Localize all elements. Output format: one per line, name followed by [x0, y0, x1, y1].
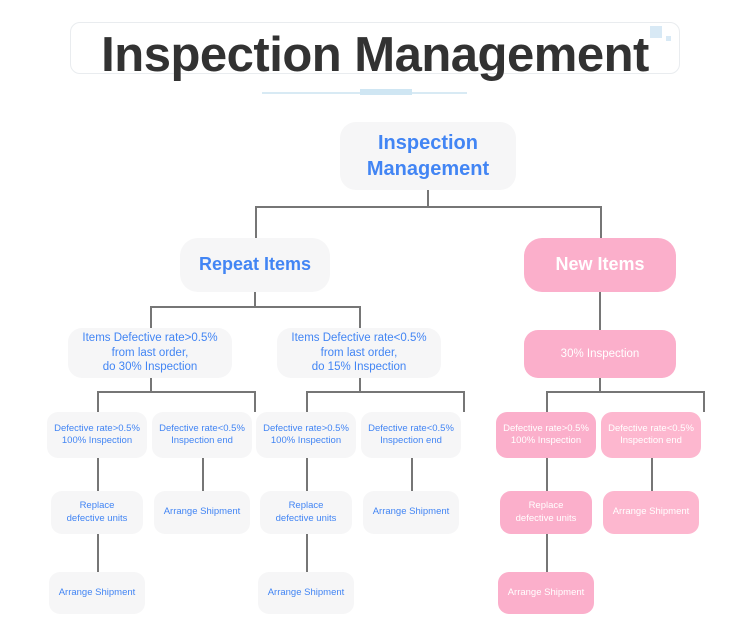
node-a6-arrange-shipment[interactable]: Arrange Shipment: [603, 491, 699, 534]
connector-to-repeat-items: [255, 206, 257, 238]
node-inspection-management[interactable]: Inspection Management: [340, 122, 516, 190]
connector-root-bar: [255, 206, 601, 208]
connector-repeatgt-left: [97, 391, 99, 412]
connector-repeatlt-left: [306, 391, 308, 412]
connector-new30-down: [599, 378, 601, 392]
connector-to-new-items: [600, 206, 602, 238]
node-c3-defective-gt-100[interactable]: Defective rate>0.5% 100% Inspection: [256, 412, 356, 458]
node-repeat-defective-gt[interactable]: Items Defective rate>0.5% from last orde…: [68, 328, 232, 378]
node-c4-defective-lt-end[interactable]: Defective rate<0.5% Inspection end: [361, 412, 461, 458]
connector-repeat-bar: [150, 306, 360, 308]
connector-repeatlt-bar: [306, 391, 464, 393]
node-r3-replace-defective-units[interactable]: Replace defective units: [260, 491, 352, 534]
connector-repeat-down: [254, 292, 256, 307]
connector-repeatgt-right: [254, 391, 256, 412]
node-s5-arrange-shipment[interactable]: Arrange Shipment: [498, 572, 594, 614]
node-repeat-items[interactable]: Repeat Items: [180, 238, 330, 292]
connector-c2-down: [202, 458, 204, 491]
connector-new-items-down: [599, 292, 601, 330]
connector-repeatgt-bar: [97, 391, 255, 393]
decorative-square-icon: [650, 26, 662, 38]
node-a2-arrange-shipment[interactable]: Arrange Shipment: [154, 491, 250, 534]
connector-repeatlt-down: [359, 378, 361, 392]
connector-new30-bar: [546, 391, 704, 393]
node-repeat-defective-lt[interactable]: Items Defective rate<0.5% from last orde…: [277, 328, 441, 378]
node-new-items[interactable]: New Items: [524, 238, 676, 292]
connector-new30-right: [703, 391, 705, 412]
connector-c4-down: [411, 458, 413, 491]
connector-repeatlt-right: [463, 391, 465, 412]
node-s1-arrange-shipment[interactable]: Arrange Shipment: [49, 572, 145, 614]
connector-c3-down: [306, 458, 308, 491]
connector-root-down: [427, 190, 429, 207]
node-r5-replace-defective-units[interactable]: Replace defective units: [500, 491, 592, 534]
connector-repeat-right: [359, 306, 361, 328]
page-title: Inspection Management: [101, 28, 649, 82]
connector-r3-down: [306, 534, 308, 572]
node-r1-replace-defective-units[interactable]: Replace defective units: [51, 491, 143, 534]
connector-c6-down: [651, 458, 653, 491]
connector-c5-down: [546, 458, 548, 491]
connector-new30-left: [546, 391, 548, 412]
node-new-30-inspection[interactable]: 30% Inspection: [524, 330, 676, 378]
title-underline-accent: [360, 89, 412, 95]
connector-repeatgt-down: [150, 378, 152, 392]
node-c5-defective-gt-100[interactable]: Defective rate>0.5% 100% Inspection: [496, 412, 596, 458]
title-card: [70, 22, 680, 74]
node-a4-arrange-shipment[interactable]: Arrange Shipment: [363, 491, 459, 534]
connector-r1-down: [97, 534, 99, 572]
decorative-square-small-icon: [666, 36, 671, 41]
connector-r5-down: [546, 534, 548, 572]
node-s3-arrange-shipment[interactable]: Arrange Shipment: [258, 572, 354, 614]
connector-repeat-left: [150, 306, 152, 328]
connector-c1-down: [97, 458, 99, 491]
node-c6-defective-lt-end[interactable]: Defective rate<0.5% Inspection end: [601, 412, 701, 458]
node-c1-defective-gt-100[interactable]: Defective rate>0.5% 100% Inspection: [47, 412, 147, 458]
node-c2-defective-lt-end[interactable]: Defective rate<0.5% Inspection end: [152, 412, 252, 458]
